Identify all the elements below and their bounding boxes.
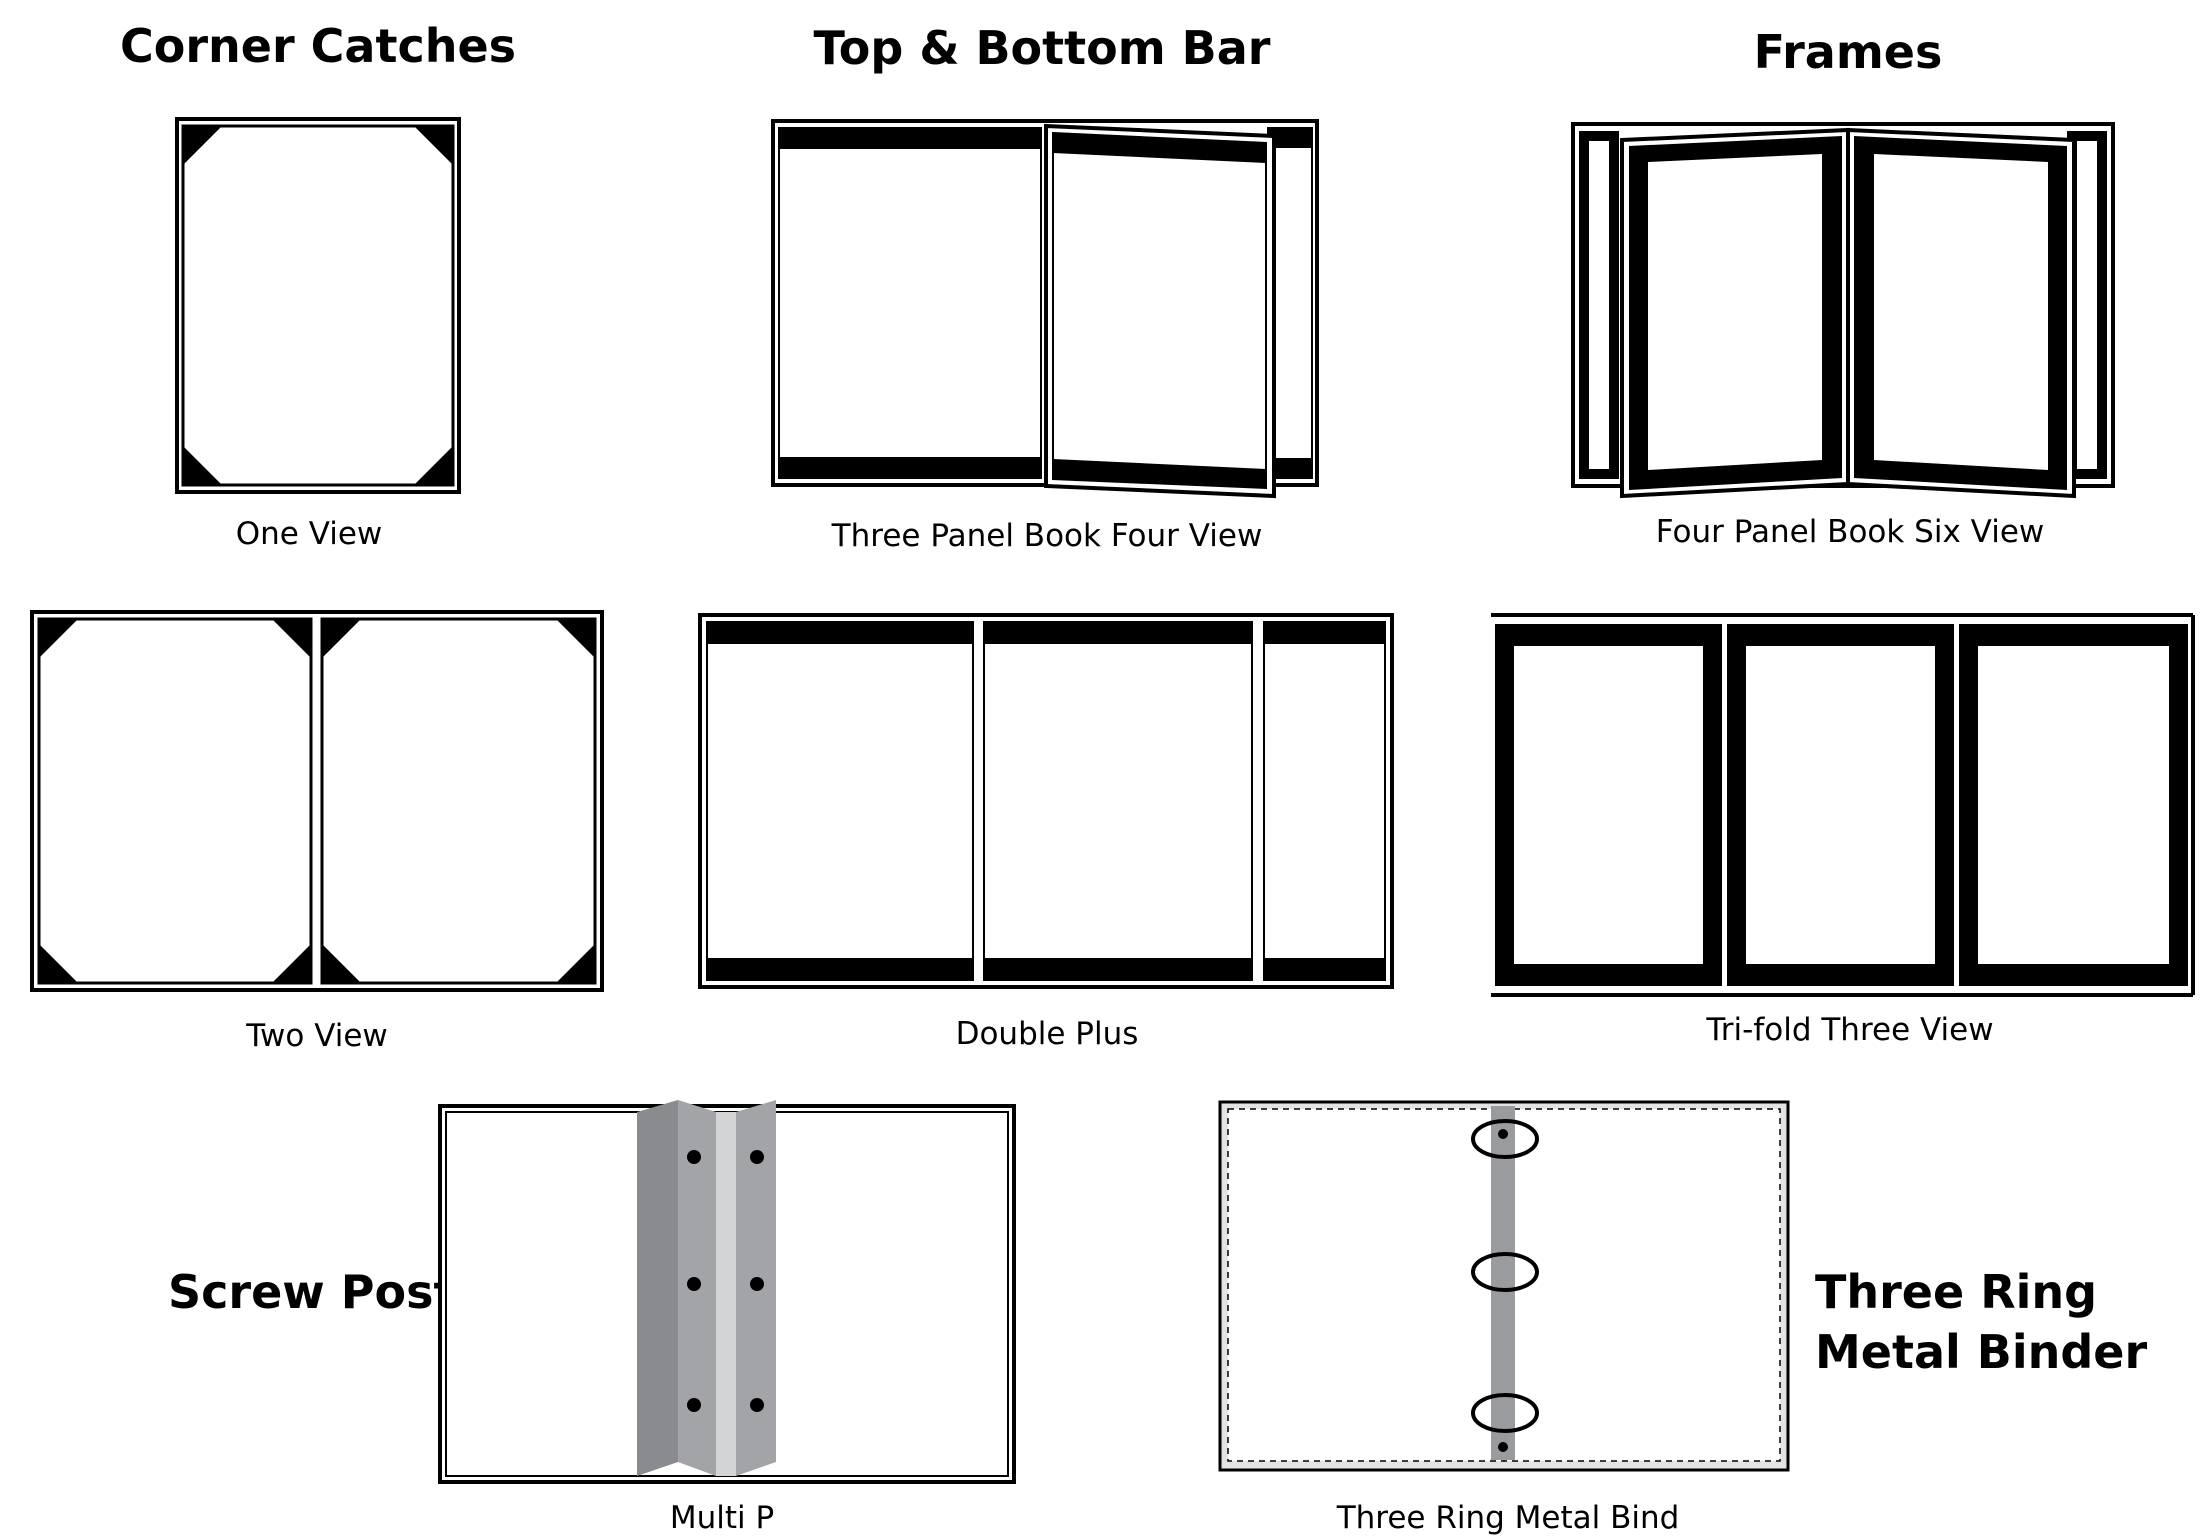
- corner-catch: [414, 446, 453, 485]
- heading-corner-catches: Corner Catches: [119, 19, 517, 73]
- figure-four-panel: [1571, 122, 2115, 499]
- caption-trifold: Tri-fold Three View: [1706, 1012, 1994, 1048]
- screw-hole: [687, 1277, 701, 1291]
- figure-screw-post: [438, 1100, 1016, 1484]
- screw-hole: [750, 1150, 764, 1164]
- caption-three-panel: Three Panel Book Four View: [831, 518, 1263, 554]
- caption-two-view: Two View: [246, 1018, 388, 1054]
- figure-three-ring: [1218, 1100, 1790, 1472]
- screw-hole: [750, 1277, 764, 1291]
- corner-catch: [183, 126, 222, 165]
- figure-one-view: [175, 117, 461, 494]
- heading-three-ring-line2: Metal Binder: [1815, 1325, 2148, 1379]
- corner-catch: [414, 126, 453, 165]
- corner-catch: [183, 446, 222, 485]
- figure-two-view: [30, 610, 604, 992]
- binder-ring: [1471, 1119, 1539, 1159]
- binder-ring: [1471, 1393, 1539, 1433]
- heading-three-ring-line1: Three Ring: [1815, 1265, 2098, 1319]
- screw-hole: [750, 1398, 764, 1412]
- figure-three-panel: [771, 119, 1319, 499]
- caption-double-plus: Double Plus: [955, 1016, 1139, 1052]
- figure-trifold: [1491, 613, 2195, 997]
- binder-ring: [1471, 1252, 1539, 1292]
- heading-screw-post: Screw Post: [168, 1265, 456, 1319]
- figure-double-plus: [698, 613, 1394, 989]
- caption-four-panel: Four Panel Book Six View: [1655, 514, 2045, 550]
- heading-top-bottom-bar: Top & Bottom Bar: [813, 21, 1271, 75]
- screw-hole: [687, 1150, 701, 1164]
- heading-frames: Frames: [1753, 25, 1943, 79]
- caption-one-view: One View: [235, 516, 383, 552]
- screw-hole: [687, 1398, 701, 1412]
